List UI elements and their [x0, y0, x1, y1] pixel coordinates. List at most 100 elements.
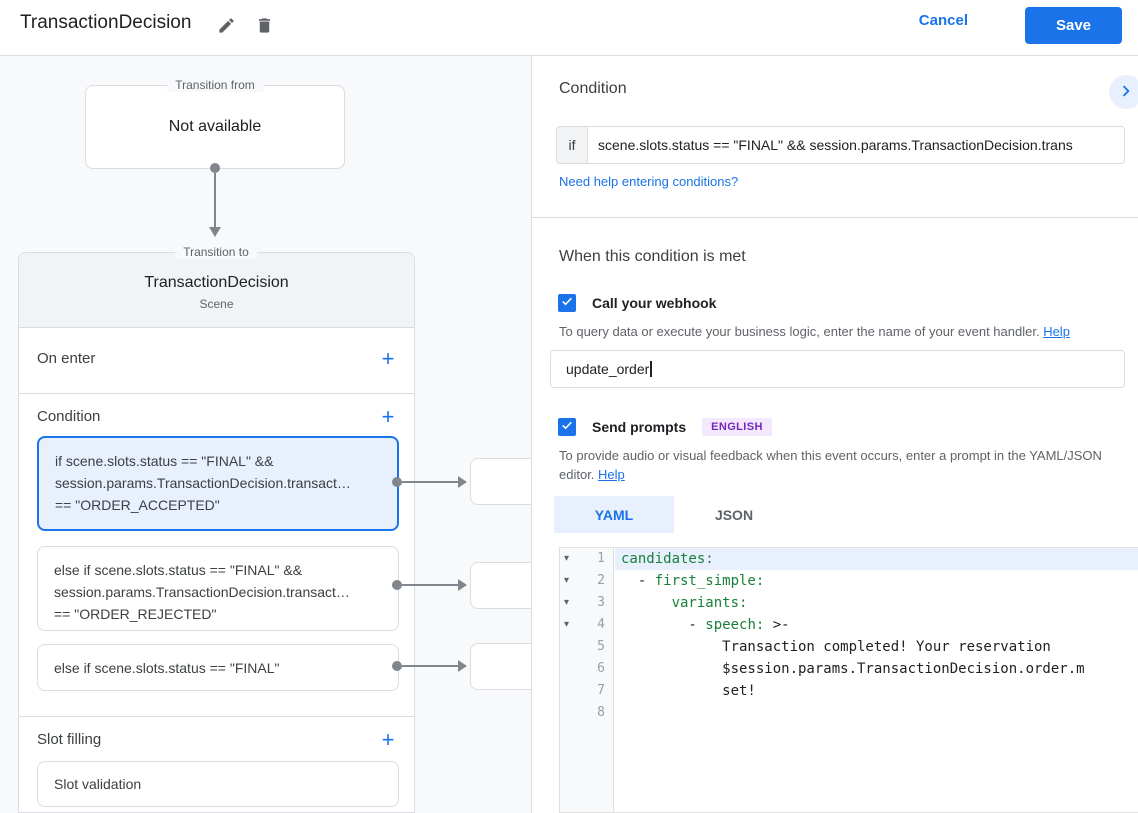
- condition-card-2[interactable]: else if scene.slots.status == "FINAL" &&…: [37, 546, 399, 631]
- connector-dot: [392, 580, 402, 590]
- on-enter-label: On enter: [37, 350, 96, 367]
- transition-arrow-line: [214, 173, 216, 228]
- line-number: 5: [597, 639, 605, 654]
- line-number: 8: [597, 705, 605, 720]
- condition-card-text: else if scene.slots.status == "FINAL" &&: [54, 562, 303, 578]
- condition-expression-input[interactable]: scene.slots.status == "FINAL" && session…: [588, 126, 1125, 164]
- transition-to-card: TransactionDecision Scene On enter + Con…: [18, 252, 415, 813]
- condition-header-section: Condition if scene.slots.status == "FINA…: [532, 56, 1138, 218]
- transition-target-box[interactable]: [470, 643, 531, 690]
- on-enter-section: On enter +: [19, 328, 414, 394]
- fold-arrow-icon[interactable]: ▾: [564, 597, 570, 608]
- slot-validation-card[interactable]: Slot validation: [37, 761, 399, 807]
- scene-type-label: Scene: [199, 297, 234, 311]
- arrow-right-icon: [458, 476, 467, 488]
- text-caret: [650, 361, 652, 377]
- webhook-description-text: To query data or execute your business l…: [559, 324, 1044, 339]
- add-slot-button[interactable]: +: [381, 727, 395, 752]
- transition-target-box[interactable]: [470, 458, 531, 505]
- connector-dot: [392, 477, 402, 487]
- editor-line-7[interactable]: 7 set!: [560, 680, 1138, 702]
- editor-line-code: [615, 702, 1138, 724]
- prompts-description: To provide audio or visual feedback when…: [559, 446, 1121, 484]
- transition-from-box: Not available: [85, 85, 345, 169]
- condition-card-1[interactable]: if scene.slots.status == "FINAL" &&sessi…: [37, 436, 399, 531]
- editor-line-5[interactable]: 5 Transaction completed! Your reservatio…: [560, 636, 1138, 658]
- editor-line-code: - first_simple:: [621, 573, 765, 589]
- editor-line-code: Transaction completed! Your reservation: [621, 639, 1051, 655]
- fold-arrow-icon[interactable]: ▾: [564, 619, 570, 630]
- scene-card-header[interactable]: TransactionDecision Scene: [19, 253, 414, 328]
- condition-card-3[interactable]: else if scene.slots.status == "FINAL": [37, 644, 399, 691]
- editor-line-gutter: 5: [560, 636, 615, 658]
- editor-line-gutter: ▾3: [560, 592, 615, 614]
- fold-arrow-icon[interactable]: ▾: [564, 575, 570, 586]
- tab-json[interactable]: JSON: [714, 506, 754, 523]
- check-icon: [560, 418, 574, 437]
- line-number: 2: [597, 573, 605, 588]
- connector-line: [402, 584, 458, 586]
- connector-line: [402, 665, 458, 667]
- editor-line-4[interactable]: ▾4 - speech: >-: [560, 614, 1138, 636]
- line-number: 3: [597, 595, 605, 610]
- send-prompts-checkbox[interactable]: [558, 418, 576, 436]
- prompts-help-link[interactable]: Help: [598, 467, 625, 482]
- line-number: 7: [597, 683, 605, 698]
- editor-line-8[interactable]: 8: [560, 702, 1138, 724]
- scene-name: TransactionDecision: [144, 274, 289, 291]
- edit-scene-button[interactable]: [212, 14, 240, 42]
- editor-line-code: $session.params.TransactionDecision.orde…: [621, 661, 1085, 677]
- connector-line: [402, 481, 458, 483]
- slot-filling-section: Slot filling + Slot validation: [19, 717, 414, 813]
- condition-card-text: session.params.TransactionDecision.trans…: [55, 475, 351, 491]
- editor-line-3[interactable]: ▾3 variants:: [560, 592, 1138, 614]
- line-number: 4: [597, 617, 605, 632]
- condition-section: Condition + if scene.slots.status == "FI…: [19, 394, 414, 717]
- editor-line-6[interactable]: 6 $session.params.TransactionDecision.or…: [560, 658, 1138, 680]
- top-bar: TransactionDecision Cancel Save: [0, 0, 1138, 56]
- call-webhook-row: Call your webhook: [558, 294, 716, 312]
- flow-canvas: Not available Transition from Transactio…: [0, 56, 531, 813]
- editor-line-gutter: 6: [560, 658, 615, 680]
- save-button[interactable]: Save: [1025, 7, 1122, 44]
- webhook-name-input[interactable]: update_order: [550, 350, 1125, 388]
- collapse-panel-button[interactable]: [1109, 75, 1138, 109]
- call-webhook-checkbox[interactable]: [558, 294, 576, 312]
- webhook-help-link[interactable]: Help: [1043, 324, 1070, 339]
- when-met-title: When this condition is met: [559, 248, 746, 265]
- editor-line-1[interactable]: ▾ 1 candidates:: [560, 548, 1138, 570]
- transition-to-legend: Transition to: [175, 245, 257, 259]
- editor-line-gutter: ▾4: [560, 614, 615, 636]
- webhook-name-value: update_order: [566, 361, 650, 377]
- send-prompts-row: Send prompts ENGLISH: [558, 418, 772, 436]
- tab-yaml[interactable]: YAML: [554, 496, 674, 533]
- condition-label: Condition: [37, 408, 101, 425]
- transition-target-box[interactable]: [470, 562, 531, 609]
- condition-card-text: session.params.TransactionDecision.trans…: [54, 584, 350, 600]
- editor-line-gutter: ▾2: [560, 570, 615, 592]
- line-number: 6: [597, 661, 605, 676]
- call-webhook-label: Call your webhook: [592, 295, 717, 311]
- fold-arrow-icon[interactable]: ▾: [564, 553, 570, 564]
- arrow-down-icon: [209, 227, 221, 237]
- editor-line-code: candidates:: [615, 548, 1138, 570]
- arrow-right-icon: [458, 660, 467, 672]
- condition-card-text: == "ORDER_ACCEPTED": [55, 497, 220, 513]
- chevron-right-icon: [1115, 80, 1137, 105]
- if-prefix: if: [556, 126, 588, 164]
- condition-card-text: == "ORDER_REJECTED": [54, 606, 217, 622]
- line-number: 1: [597, 551, 605, 566]
- editor-line-2[interactable]: ▾2 - first_simple:: [560, 570, 1138, 592]
- cancel-button[interactable]: Cancel: [918, 12, 968, 29]
- add-condition-button[interactable]: +: [381, 404, 395, 429]
- arrow-right-icon: [458, 579, 467, 591]
- connector-dot: [392, 661, 402, 671]
- trash-icon: [255, 16, 274, 40]
- send-prompts-label: Send prompts: [592, 419, 687, 435]
- transition-from-value: Not available: [168, 118, 262, 135]
- delete-scene-button[interactable]: [250, 14, 278, 42]
- condition-help-link[interactable]: Need help entering conditions?: [559, 174, 739, 189]
- add-on-enter-button[interactable]: +: [381, 346, 395, 371]
- condition-card-text: else if scene.slots.status == "FINAL": [54, 660, 280, 676]
